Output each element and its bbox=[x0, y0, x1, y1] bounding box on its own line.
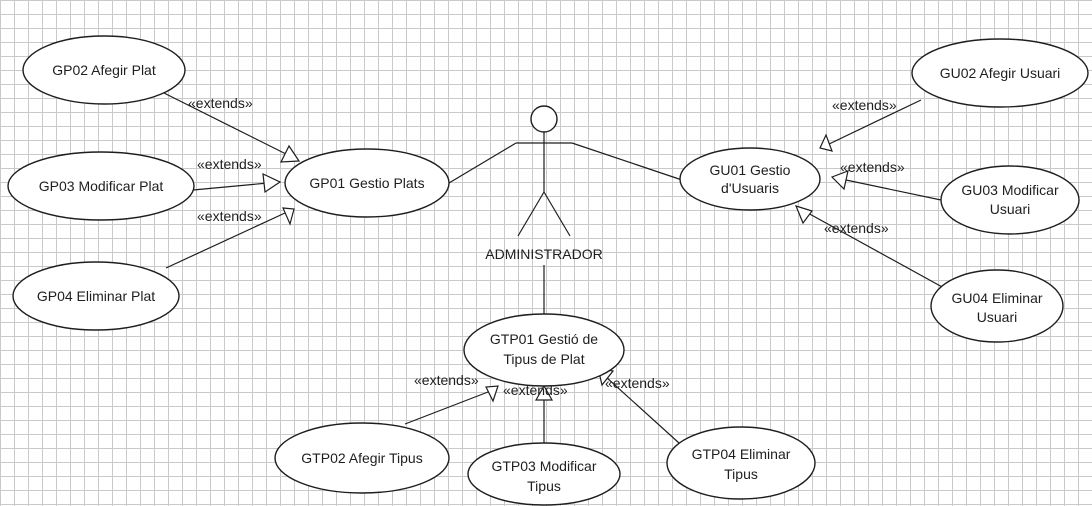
associations bbox=[448, 142, 683, 320]
extend-gtp03-gtp01 bbox=[534, 384, 554, 443]
extend-gp02-gp01 bbox=[161, 91, 301, 163]
use-case-gp03-label: GP03 Modificar Plat bbox=[39, 178, 164, 194]
extends-label-gtp04: «extends» bbox=[605, 375, 670, 391]
actor-right-leg bbox=[543, 191, 571, 237]
use-case-gu01: GU01 Gestio d'Usuaris bbox=[679, 147, 821, 211]
use-case-gp02: GP02 Afegir Plat bbox=[22, 35, 186, 105]
use-case-gtp04-label-line1: GTP04 Eliminar bbox=[692, 446, 791, 462]
use-case-gu04-label-line2: Usuari bbox=[977, 309, 1017, 325]
use-case-gu04-label-line1: GU04 Eliminar bbox=[951, 290, 1042, 306]
use-case-gu02-label: GU02 Afegir Usuari bbox=[940, 65, 1061, 81]
use-case-gu01-label-line1: GU01 Gestio bbox=[710, 162, 791, 178]
use-case-gp04-label: GP04 Eliminar Plat bbox=[37, 288, 155, 304]
use-case-gtp03-label-line1: GTP03 Modificar bbox=[491, 458, 596, 474]
use-case-gu02: GU02 Afegir Usuari bbox=[911, 38, 1089, 108]
association-gu01 bbox=[571, 142, 683, 181]
actor-administrador: ADMINISTRADOR bbox=[485, 105, 603, 262]
extend-gu02-gu01 bbox=[819, 99, 922, 152]
use-case-gtp04: GTP04 Eliminar Tipus bbox=[666, 426, 816, 500]
use-case-gu03-label-line2: Usuari bbox=[990, 201, 1030, 217]
use-case-gp04: GP04 Eliminar Plat bbox=[12, 261, 180, 331]
use-case-gp03: GP03 Modificar Plat bbox=[7, 151, 195, 221]
use-case-gtp03: GTP03 Modificar Tipus bbox=[467, 442, 621, 506]
extend-gtp02-gtp01 bbox=[404, 385, 499, 425]
use-case-gtp01-label-line2: Tipus de Plat bbox=[503, 351, 584, 367]
use-case-gtp01-label-line1: GTP01 Gestió de bbox=[490, 331, 598, 347]
use-case-gtp01: GTP01 Gestió de Tipus de Plat bbox=[463, 313, 625, 387]
use-case-gu03-label-line1: GU03 Modificar bbox=[961, 182, 1059, 198]
use-case-gtp02-label: GTP02 Afegir Tipus bbox=[301, 450, 422, 466]
extends-label-gtp02: «extends» bbox=[414, 372, 479, 388]
association-gp01 bbox=[448, 142, 517, 184]
extend-gp03-gp01 bbox=[192, 173, 282, 194]
extends-label-gu04: «extends» bbox=[824, 220, 889, 236]
use-case-gtp03-label-line2: Tipus bbox=[527, 478, 561, 494]
actor-label: ADMINISTRADOR bbox=[485, 246, 602, 262]
actor-left-leg bbox=[517, 191, 545, 237]
extends-label-gp04: «extends» bbox=[197, 208, 262, 224]
use-case-gp01: GP01 Gestio Plats bbox=[284, 148, 450, 218]
use-case-gtp04-label-line2: Tipus bbox=[724, 466, 758, 482]
use-case-gu04: GU04 Eliminar Usuari bbox=[930, 269, 1064, 343]
extends-label-gu03: «extends» bbox=[840, 159, 905, 175]
use-case-gp01-label: GP01 Gestio Plats bbox=[309, 175, 424, 191]
extend-gu04-gu01 bbox=[794, 205, 945, 289]
actor-head bbox=[530, 105, 558, 133]
extends-label-gp03: «extends» bbox=[197, 156, 262, 172]
extends-label-gu02: «extends» bbox=[832, 97, 897, 113]
use-case-gu01-label-line2: d'Usuaris bbox=[721, 180, 779, 196]
use-case-gtp02: GTP02 Afegir Tipus bbox=[274, 422, 450, 494]
extends-label-gp02: «extends» bbox=[188, 95, 253, 111]
extend-gp04-gp01 bbox=[165, 207, 295, 269]
extend-gu03-gu01 bbox=[830, 170, 942, 201]
use-case-gp02-label: GP02 Afegir Plat bbox=[52, 62, 156, 78]
use-case-gu03: GU03 Modificar Usuari bbox=[940, 165, 1080, 235]
extend-relationships bbox=[161, 91, 945, 444]
